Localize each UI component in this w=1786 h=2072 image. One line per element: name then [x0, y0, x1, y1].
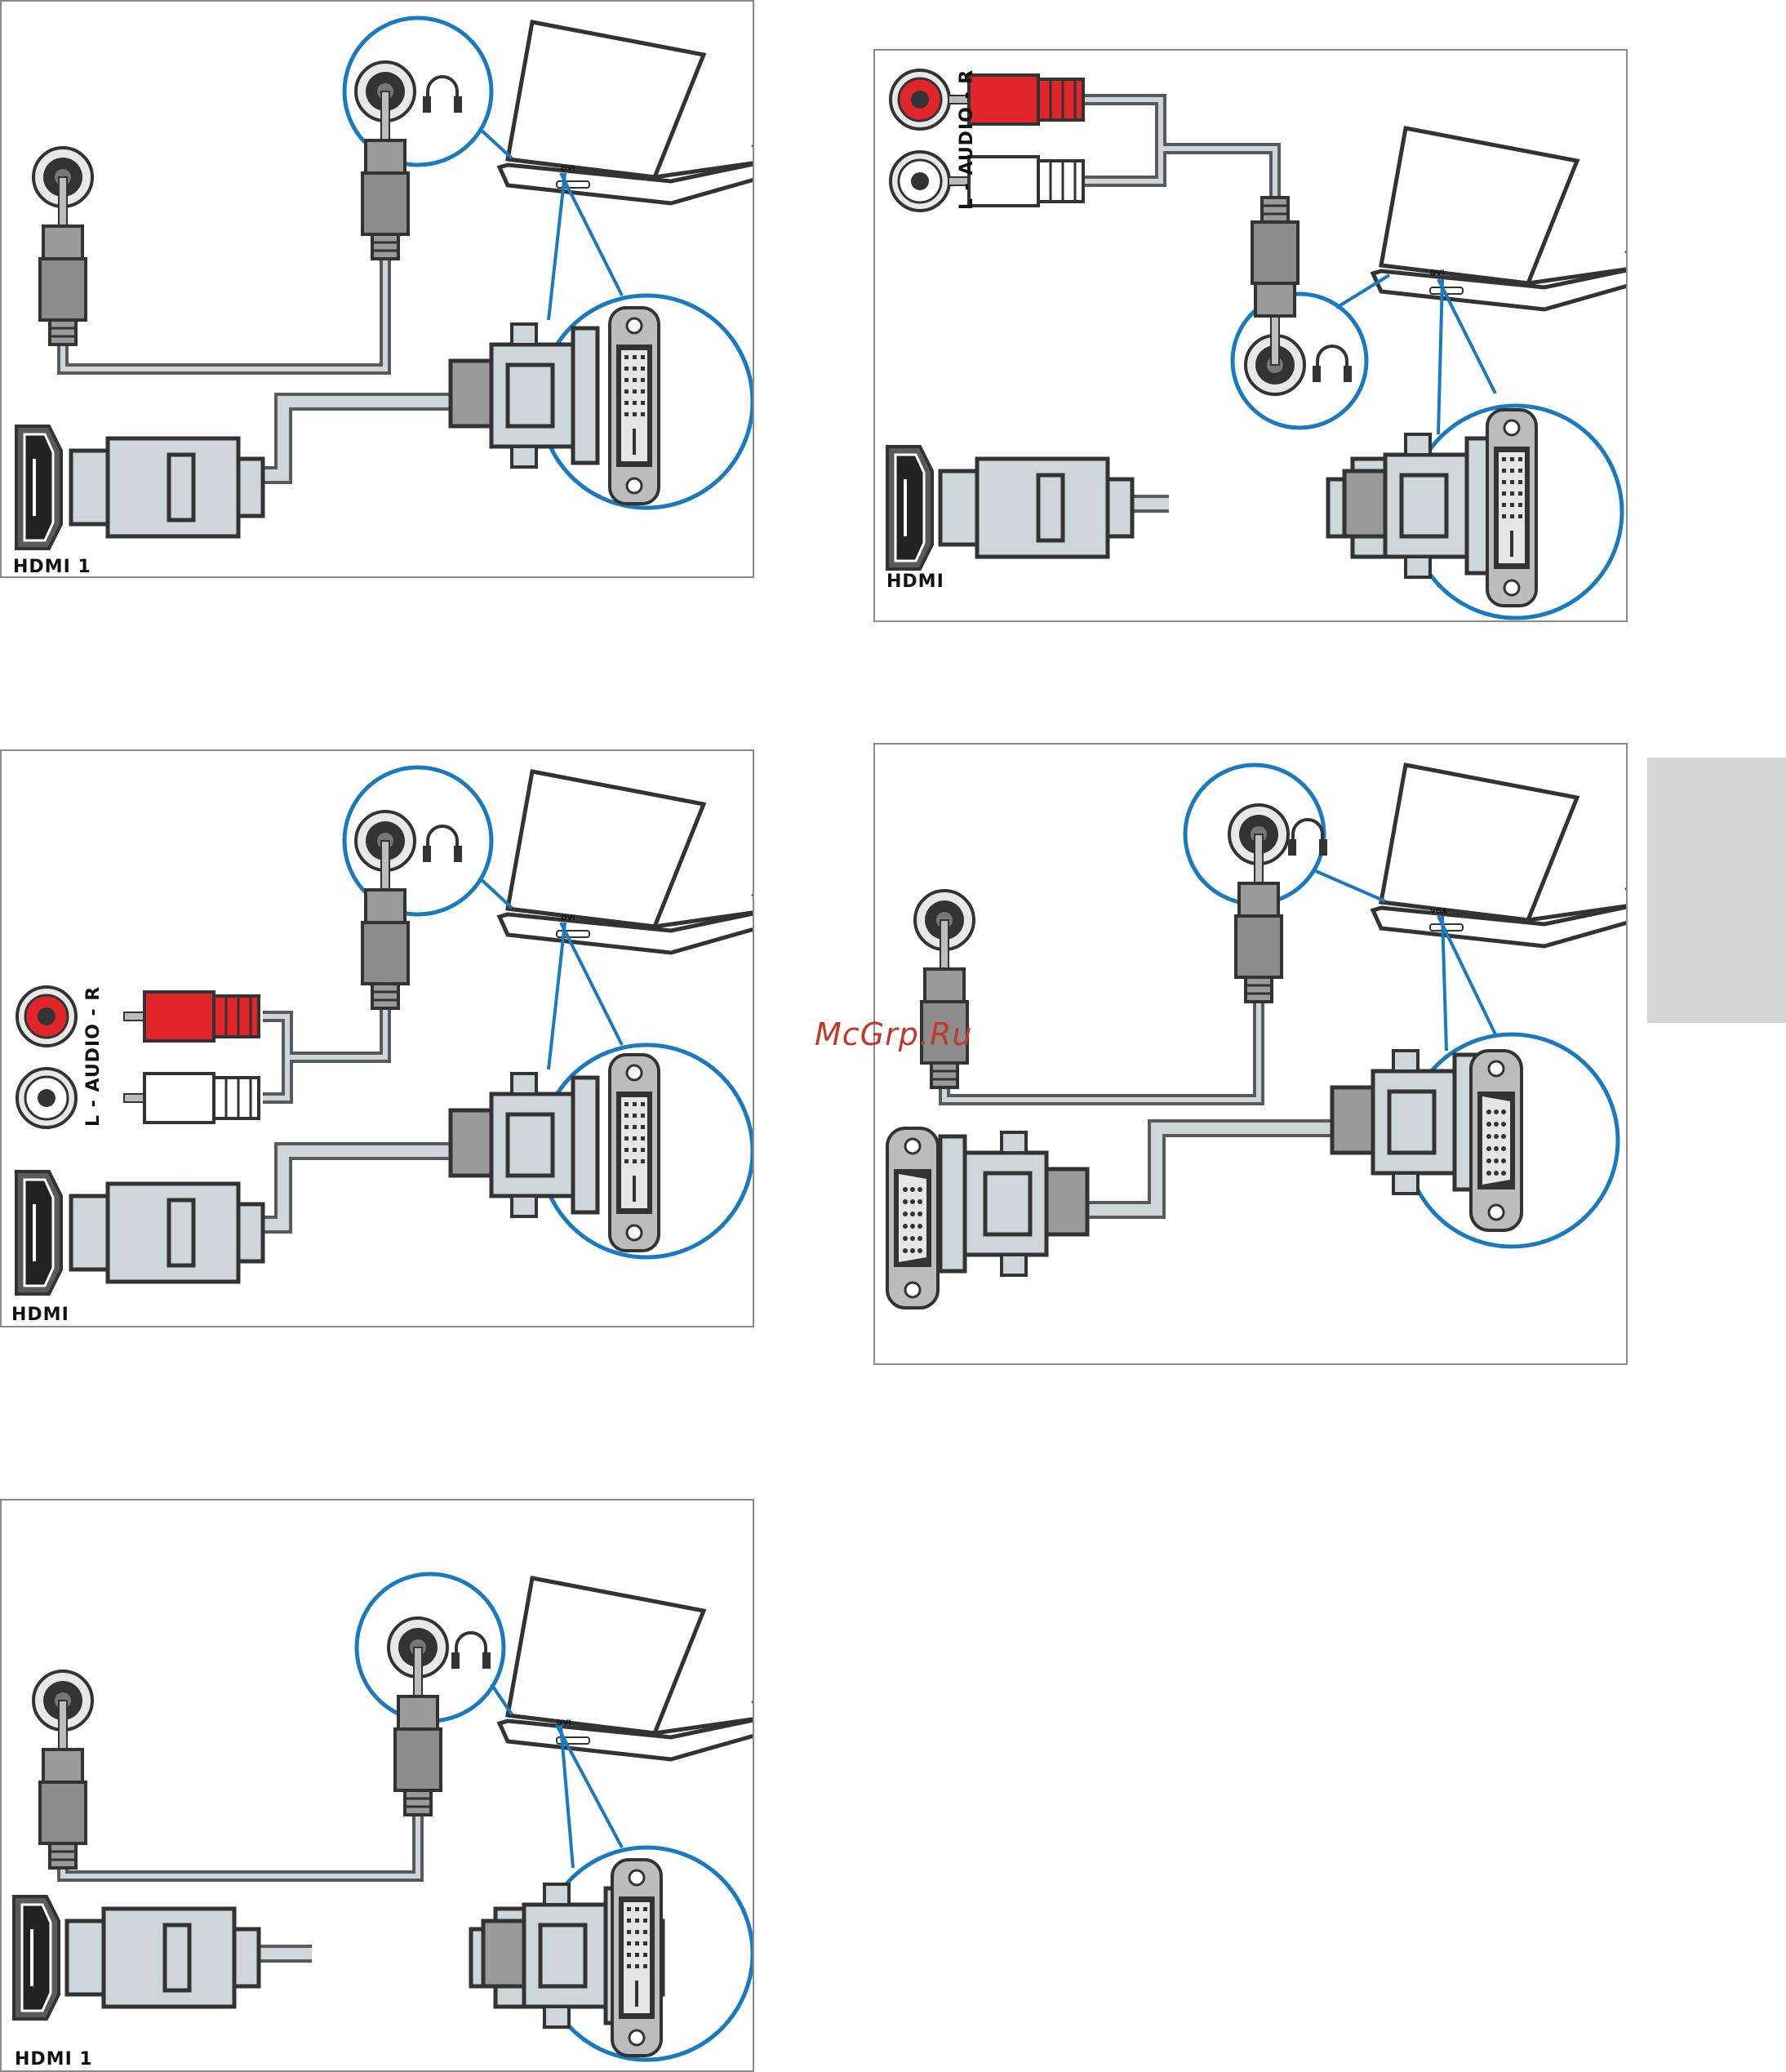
- headphone-icon: [423, 77, 462, 113]
- diagram-panel-4: VGA: [873, 743, 1628, 1365]
- headphone-jack-icon: [1246, 198, 1304, 394]
- watermark-text: McGrp.Ru: [815, 1016, 972, 1052]
- hdmi-plug-icon: [940, 459, 1132, 557]
- laptop-icon: [1373, 765, 1628, 946]
- laptop-port-label: DVI: [1430, 269, 1445, 278]
- dvi-plug-icon: [451, 1074, 598, 1216]
- laptop-icon: [500, 1578, 754, 1759]
- vga-socket-tv-icon: [1471, 1051, 1522, 1230]
- dvi-socket-icon: [610, 1055, 659, 1251]
- diagram-panel-5: HDMI 1 DVI: [0, 1499, 754, 2072]
- laptop-port-label: DVI: [561, 165, 575, 173]
- audio-r-socket-icon: [891, 70, 949, 129]
- hdmi-plug-icon: [71, 1184, 263, 1282]
- vga-plug-tv-icon: [1332, 1051, 1479, 1194]
- diagram-panel-2: L - AUDIO - R HDMI DVI: [873, 49, 1628, 622]
- headphone-icon: [451, 1633, 491, 1669]
- dvi-socket-icon: [612, 1860, 661, 2056]
- headphone-icon: [423, 826, 462, 862]
- hdmi-plug-icon: [71, 438, 263, 536]
- audio-port-label: L - AUDIO - R: [957, 69, 977, 210]
- dvi-socket-icon: [610, 308, 659, 504]
- laptop-icon: [500, 22, 754, 203]
- laptop-icon: [500, 771, 754, 953]
- rca-red-plug-icon: [124, 992, 259, 1041]
- vga-socket-pc-icon: [887, 1128, 938, 1308]
- audio-jack-icon: [915, 891, 974, 1087]
- audio-r-socket-icon: [17, 987, 76, 1046]
- hdmi-socket-icon: [16, 1172, 61, 1294]
- hdmi-socket-icon: [14, 1896, 59, 2019]
- audio-l-socket-icon: [891, 152, 949, 211]
- hdmi-port-label: HDMI: [886, 571, 944, 592]
- hdmi-port-label: HDMI: [11, 1305, 69, 1325]
- headphone-jack-icon: [356, 811, 415, 1008]
- laptop-port-label: VGA: [1430, 908, 1447, 916]
- audio-jack-icon: [33, 148, 92, 345]
- diagram-panel-3: L - AUDIO - R HDMI DVI: [0, 749, 754, 1327]
- hdmi-plug-icon: [67, 1909, 259, 2007]
- vga-plug-pc-icon: [940, 1132, 1087, 1275]
- audio-port-label: L - AUDIO - R: [83, 986, 104, 1127]
- dvi-socket-icon: [1487, 410, 1536, 606]
- laptop-icon: [1373, 128, 1628, 309]
- laptop-port-label: DVI: [557, 1719, 571, 1727]
- diagram-panel-1: HDMI 1 DVI: [0, 0, 754, 578]
- laptop-port-label: DVI: [561, 914, 575, 923]
- audio-l-socket-icon: [17, 1069, 76, 1127]
- headphone-jack-icon: [389, 1618, 447, 1815]
- page-side-tab: [1647, 758, 1786, 1023]
- hdmi-port-label: HDMI 1: [15, 2049, 93, 2070]
- dvi-plug-icon: [451, 324, 598, 467]
- headphone-jack-icon: [1229, 805, 1288, 1002]
- headphone-icon: [1313, 346, 1352, 382]
- hdmi-port-label: HDMI 1: [13, 557, 91, 577]
- hdmi-socket-icon: [16, 426, 61, 549]
- audio-jack-icon: [33, 1671, 92, 1868]
- headphone-jack-icon: [356, 62, 415, 259]
- hdmi-socket-icon: [887, 447, 932, 569]
- rca-white-plug-icon: [124, 1074, 259, 1123]
